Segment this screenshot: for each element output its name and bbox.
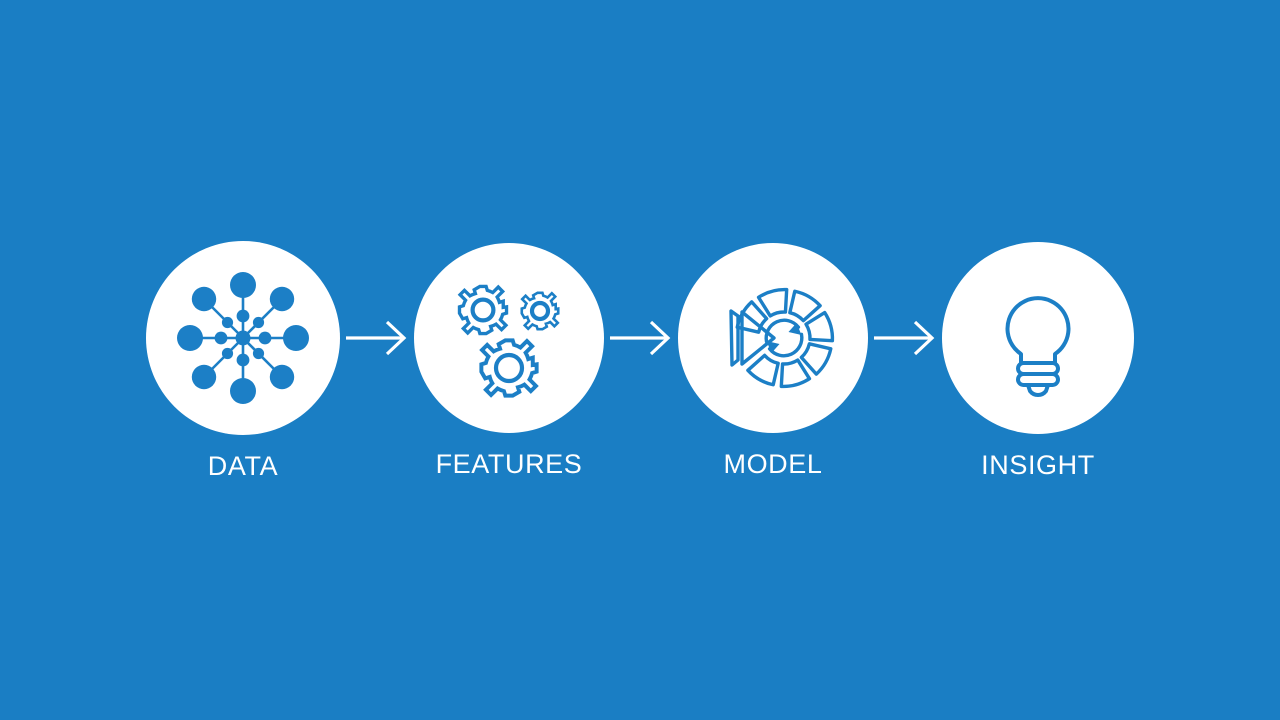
flow-step-model[interactable]: MODEL bbox=[678, 242, 868, 479]
connector-arrow-1 bbox=[340, 241, 414, 435]
arrow-right-icon bbox=[610, 320, 671, 355]
step-icon-circle-insight bbox=[942, 241, 1134, 434]
flow-step-insight[interactable]: INSIGHT bbox=[942, 241, 1134, 480]
step-label-model: MODEL bbox=[723, 448, 823, 479]
step-label-data: DATA bbox=[207, 450, 279, 481]
network-nodes-icon bbox=[177, 271, 309, 404]
gears-icon bbox=[457, 284, 560, 398]
flow-step-features[interactable]: FEATURES bbox=[414, 242, 604, 479]
connector-arrow-3 bbox=[868, 241, 942, 435]
arrow-right-icon bbox=[874, 320, 935, 355]
arrow-right-icon bbox=[346, 320, 407, 355]
step-icon-circle-data bbox=[146, 240, 340, 435]
step-icon-circle-model bbox=[678, 242, 868, 433]
segmented-wheel-refresh-icon bbox=[729, 287, 835, 388]
connector-arrow-2 bbox=[604, 241, 678, 435]
lightbulb-icon bbox=[1005, 295, 1071, 397]
step-label-insight: INSIGHT bbox=[981, 449, 1095, 480]
flow-step-data[interactable]: DATA bbox=[146, 240, 340, 481]
step-label-features: FEATURES bbox=[435, 448, 583, 479]
step-icon-circle-features bbox=[414, 242, 604, 433]
